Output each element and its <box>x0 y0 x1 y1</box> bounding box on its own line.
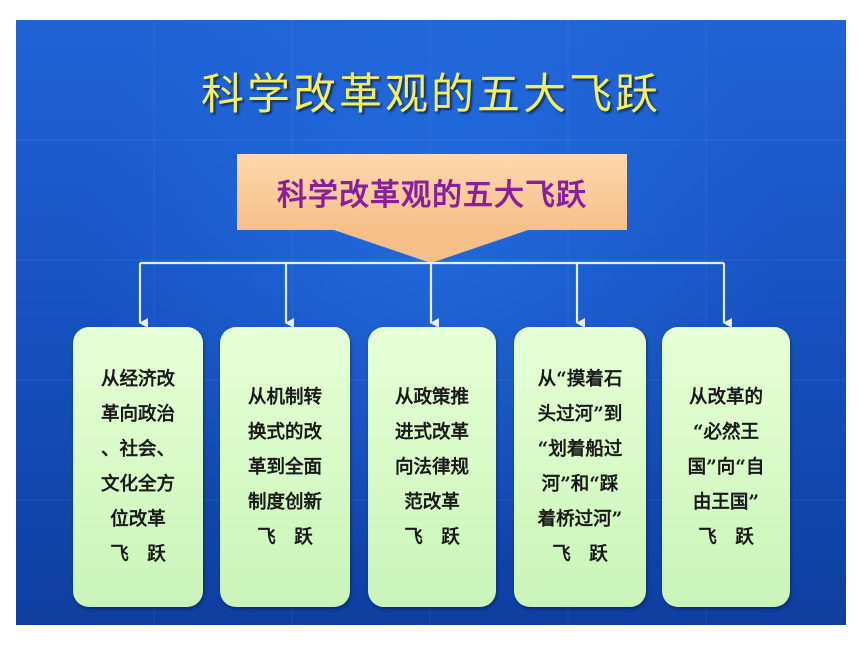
hub-box: 科学改革观的五大飞跃 <box>237 154 627 230</box>
leap-box-4: 从“摸着石 头过河”到 “划着船过 河”和“踩 着桥过河” 飞 跃 <box>514 327 646 607</box>
leap-box-3: 从政策推 进式改革 向法律规 范改革 飞 跃 <box>368 327 496 607</box>
page-title: 科学改革观的五大飞跃 <box>201 70 661 120</box>
hub-label: 科学改革观的五大飞跃 <box>277 178 587 213</box>
leap-text-4: 从“摸着石 头过河”到 “划着船过 河”和“踩 着桥过河” 飞 跃 <box>537 369 623 565</box>
leap-box-5: 从改革的 “必然王 国”向“自 由王国” 飞 跃 <box>662 327 790 607</box>
leap-box-1: 从经济改 革向政治 、社会、 文化全方 位改革 飞 跃 <box>73 327 203 607</box>
leap-text-2: 从机制转 换式的改 革到全面 制度创新 飞 跃 <box>247 386 322 548</box>
connector-lines <box>138 261 732 328</box>
leap-text-3: 从政策推 进式改革 向法律规 范改革 飞 跃 <box>394 386 469 548</box>
leap-text-5: 从改革的 “必然王 国”向“自 由王国” 飞 跃 <box>687 386 765 548</box>
slide-canvas: 科学改革观的五大飞跃 科学改革观的五大飞跃 从经济改 革向政治 、社会、 文化全… <box>16 20 846 625</box>
leap-box-2: 从机制转 换式的改 革到全面 制度创新 飞 跃 <box>220 327 350 607</box>
leap-text-1: 从经济改 革向政治 、社会、 文化全方 位改革 飞 跃 <box>100 369 175 565</box>
hub-arrow <box>331 229 531 263</box>
